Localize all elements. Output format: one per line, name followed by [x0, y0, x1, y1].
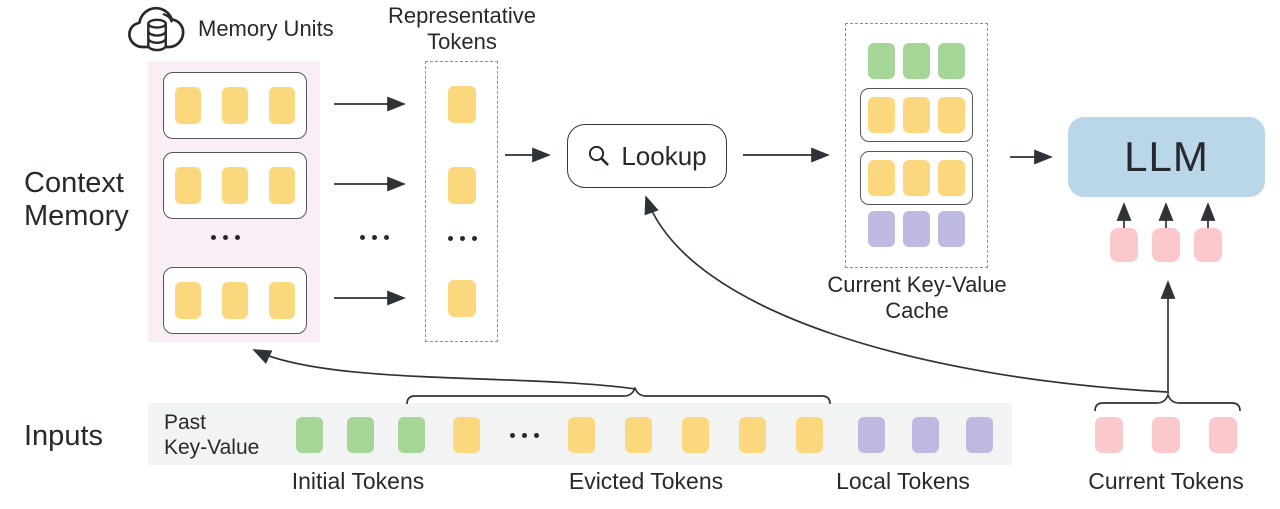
- purple-token: [903, 211, 930, 247]
- yellow-token: [269, 87, 295, 124]
- yellow-token: [568, 417, 595, 453]
- past-kv-strip: Past Key-Value: [148, 403, 1012, 465]
- yellow-token: [175, 167, 201, 204]
- ellipsis-icon: [448, 236, 477, 241]
- context-memory-label: Context Memory: [24, 167, 129, 233]
- representative-token-row: [426, 280, 497, 317]
- purple-token: [912, 417, 939, 453]
- yellow-token: [903, 160, 930, 196]
- cache-label-line1: Current Key-Value: [827, 272, 1007, 297]
- yellow-token: [868, 160, 895, 196]
- context-memory-line2: Memory: [24, 200, 129, 232]
- yellow-token: [796, 417, 823, 453]
- representative-tokens-box: [425, 61, 498, 342]
- local-tokens-group: [858, 417, 993, 453]
- inputs-label: Inputs: [24, 420, 103, 452]
- search-icon: [589, 145, 609, 166]
- yellow-token: [447, 86, 476, 123]
- cache-initial-row: [846, 43, 987, 79]
- yellow-token: [682, 417, 709, 453]
- yellow-token: [175, 282, 201, 319]
- pink-token: [1152, 417, 1180, 453]
- lookup-button: Lookup: [567, 124, 727, 188]
- current-kv-cache-box: [845, 23, 988, 268]
- pink-token: [1110, 228, 1138, 262]
- current-tokens-group: [1095, 417, 1237, 453]
- llm-box: LLM: [1068, 117, 1265, 197]
- green-token: [938, 43, 965, 79]
- memory-unit: [163, 152, 307, 219]
- green-token: [347, 417, 374, 453]
- purple-token: [858, 417, 885, 453]
- cache-unit-row: [860, 151, 973, 205]
- ellipsis-icon: [510, 433, 539, 438]
- purple-token: [966, 417, 993, 453]
- representative-token-row: [426, 86, 497, 123]
- cache-local-row: [846, 211, 987, 247]
- llm-input-tokens: [1110, 228, 1222, 262]
- yellow-token: [868, 97, 895, 133]
- pink-token: [1095, 417, 1123, 453]
- context-memory-line1: Context: [24, 167, 124, 199]
- pink-token: [1194, 228, 1222, 262]
- yellow-token: [447, 167, 476, 204]
- context-memory-panel: [148, 61, 320, 342]
- green-token: [903, 43, 930, 79]
- green-token: [868, 43, 895, 79]
- yellow-token: [453, 417, 480, 453]
- evicted-tokens-group: [568, 417, 823, 453]
- representative-label-line1: Representative: [388, 3, 536, 28]
- representative-tokens-label: Representative Tokens: [372, 3, 552, 55]
- yellow-token: [222, 87, 248, 124]
- yellow-token: [222, 167, 248, 204]
- current-kv-cache-label: Current Key-Value Cache: [817, 272, 1017, 324]
- pink-token: [1209, 417, 1237, 453]
- ellipsis-icon: [360, 235, 389, 240]
- yellow-token: [938, 160, 965, 196]
- yellow-token: [269, 167, 295, 204]
- initial-tokens-group: [296, 417, 425, 453]
- current-tokens-brace: [1094, 394, 1241, 412]
- green-token: [296, 417, 323, 453]
- evicted-tokens-label: Evicted Tokens: [568, 468, 724, 494]
- yellow-token: [447, 280, 476, 317]
- yellow-token: [903, 97, 930, 133]
- local-tokens-label: Local Tokens: [836, 468, 970, 494]
- lookup-label: Lookup: [621, 140, 707, 171]
- yellow-token: [269, 282, 295, 319]
- yellow-token: [222, 282, 248, 319]
- representative-token-row: [426, 167, 497, 204]
- cache-label-line2: Cache: [885, 298, 949, 323]
- memory-unit: [163, 72, 307, 139]
- memory-unit: [163, 267, 307, 334]
- green-token: [398, 417, 425, 453]
- past-kv-label: Past Key-Value: [164, 410, 259, 460]
- evicted-tokens-brace: [406, 387, 831, 405]
- past-kv-line2: Key-Value: [164, 436, 260, 459]
- evicted-head-token: [453, 417, 480, 453]
- arrow-evicted-to-memory: [252, 349, 637, 390]
- purple-token: [868, 211, 895, 247]
- pink-token: [1152, 228, 1180, 262]
- cache-unit-row: [860, 88, 973, 142]
- past-kv-line1: Past: [164, 411, 207, 434]
- yellow-token: [739, 417, 766, 453]
- memory-cloud-database-icon: [128, 6, 185, 52]
- memory-units-label: Memory Units: [198, 16, 334, 41]
- initial-tokens-label: Initial Tokens: [291, 468, 425, 494]
- purple-token: [938, 211, 965, 247]
- yellow-token: [175, 87, 201, 124]
- yellow-token: [625, 417, 652, 453]
- ellipsis-icon: [211, 235, 240, 240]
- representative-label-line2: Tokens: [427, 29, 497, 54]
- current-tokens-label: Current Tokens: [1088, 468, 1244, 494]
- yellow-token: [938, 97, 965, 133]
